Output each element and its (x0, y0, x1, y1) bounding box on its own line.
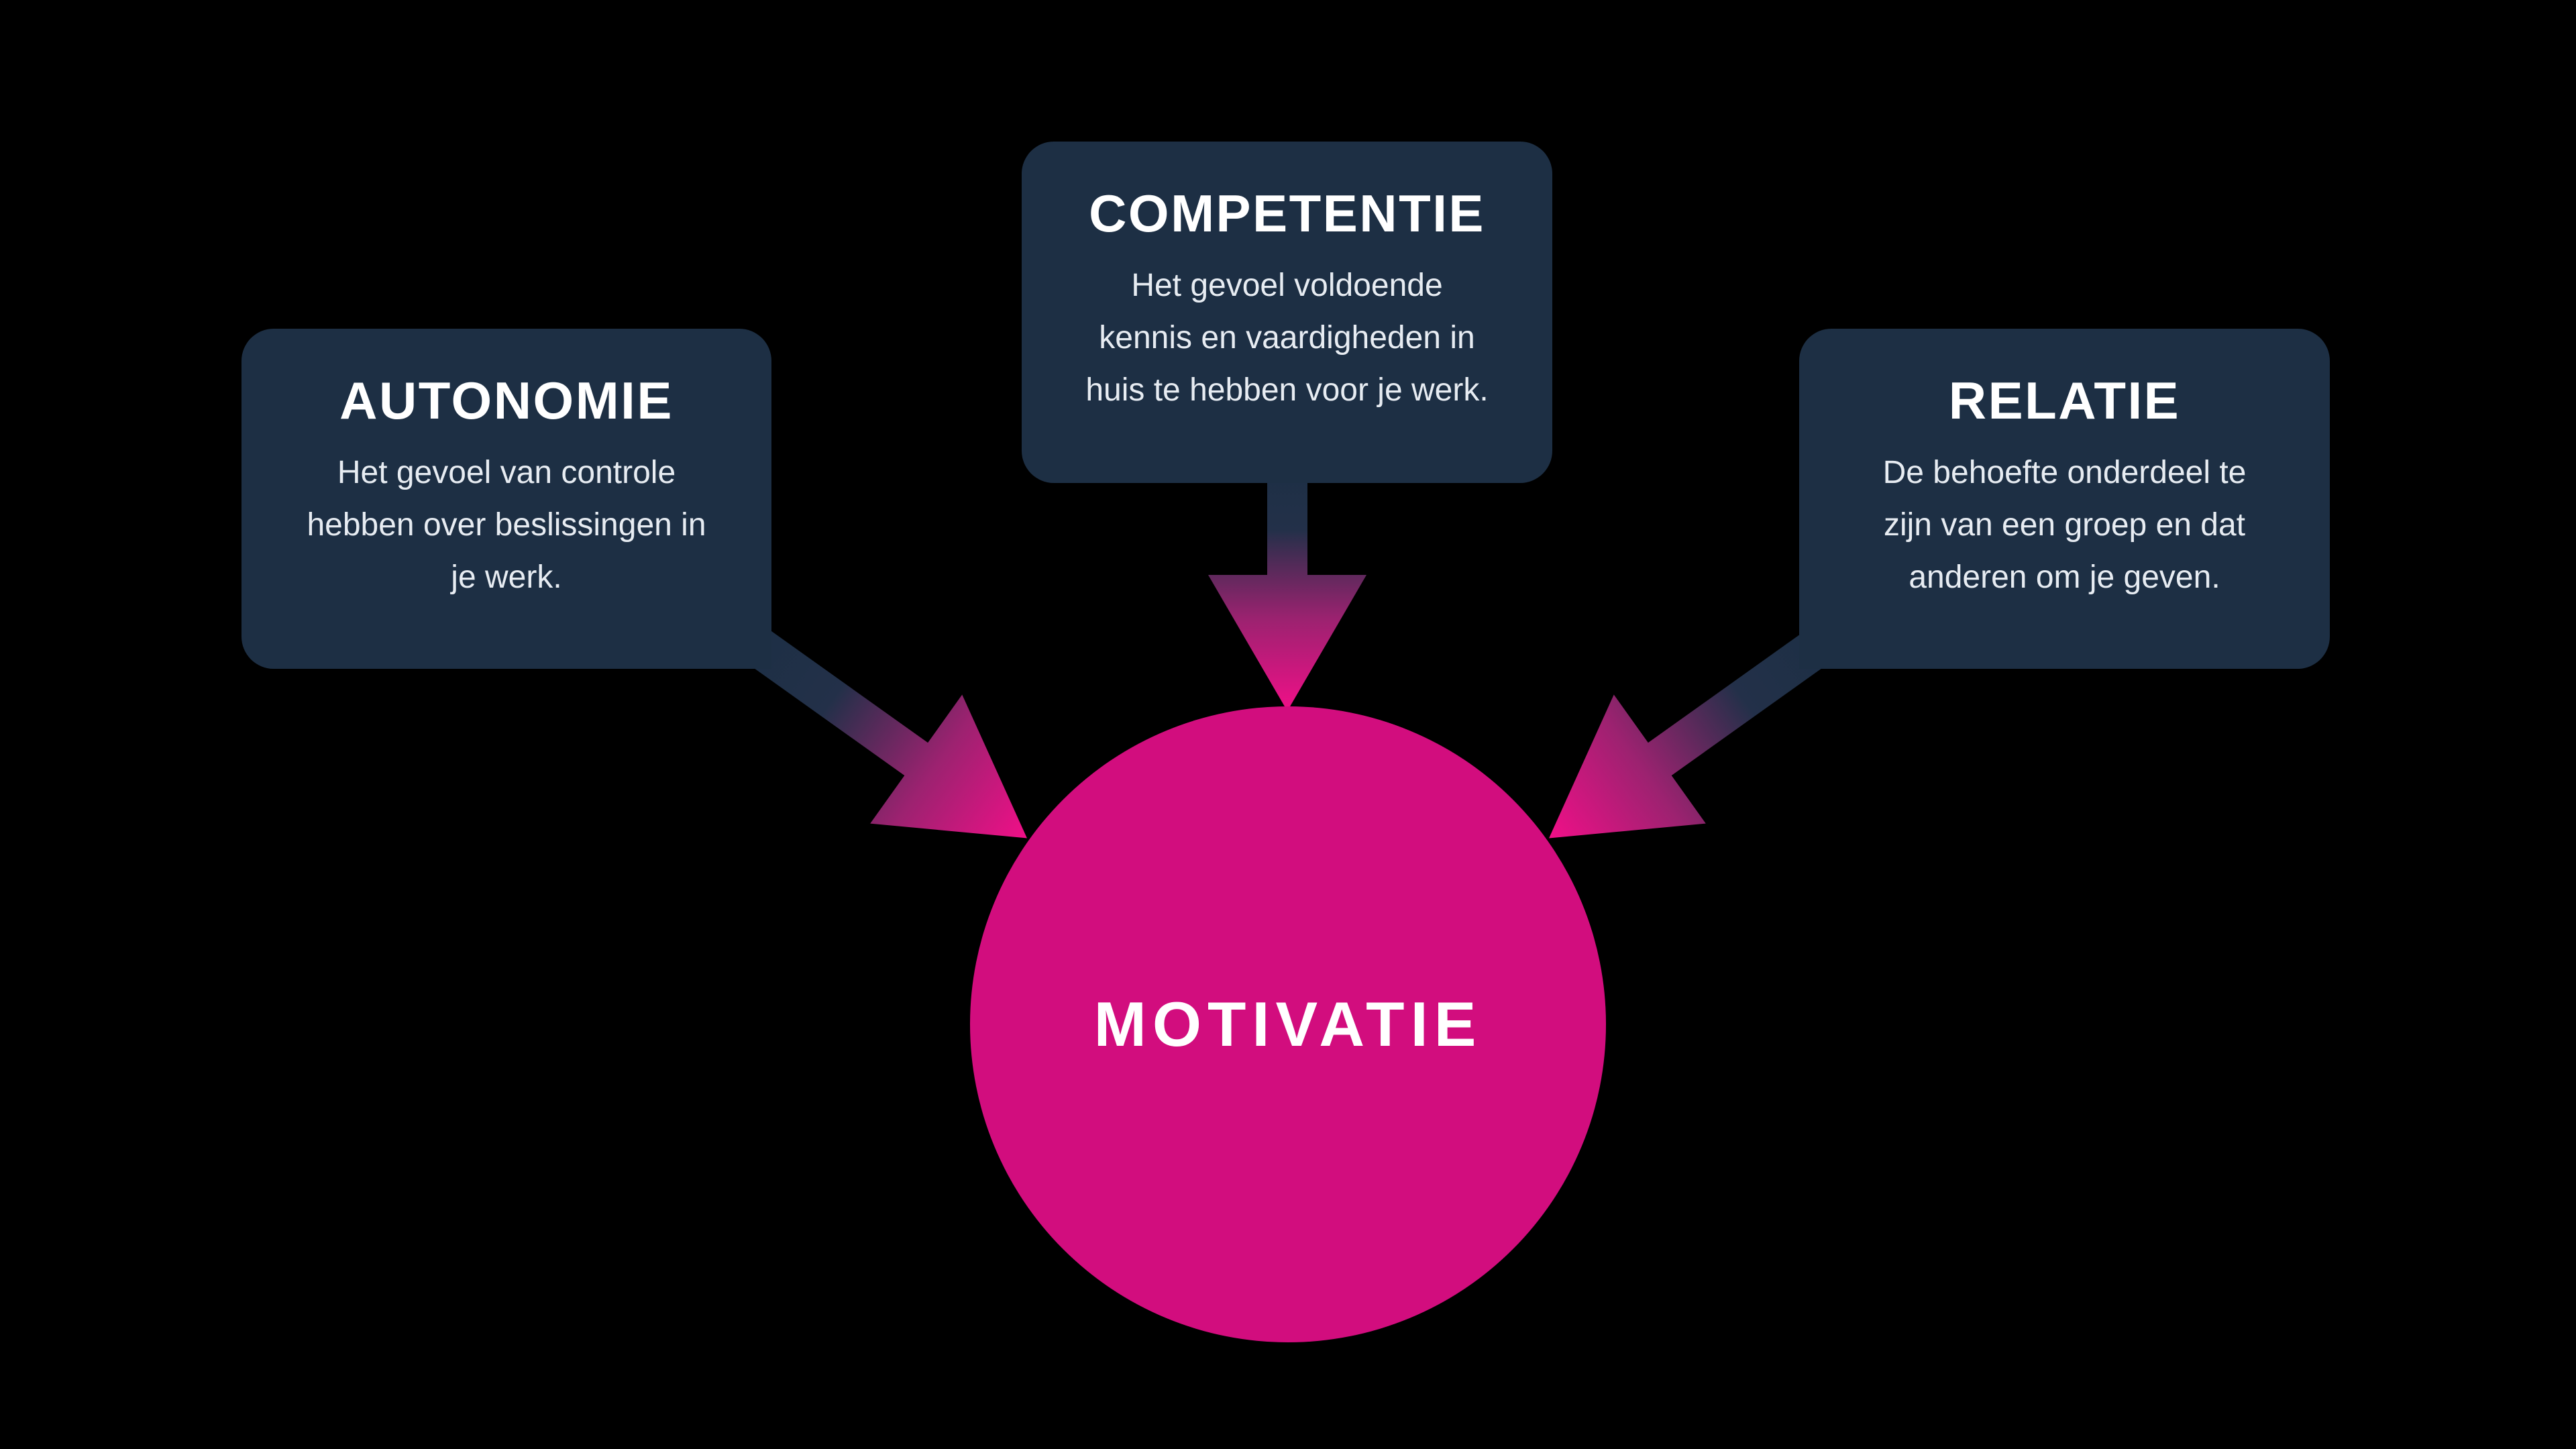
node-card-autonomie: AUTONOMIE Het gevoel van controle hebben… (241, 329, 771, 669)
node-description-autonomie: Het gevoel van controle hebben over besl… (307, 455, 706, 595)
node-card-relatie: RELATIE De behoefte onderdeel te zijn va… (1799, 329, 2330, 669)
motivation-circle: MOTIVATIE (970, 706, 1606, 1342)
node-description-relatie: De behoefte onderdeel te zijn van een gr… (1882, 455, 2247, 595)
node-description-competentie: Het gevoel voldoende kennis en vaardighe… (1085, 268, 1489, 408)
node-title-competentie: COMPETENTIE (1089, 184, 1485, 243)
motivation-label: MOTIVATIE (1093, 989, 1483, 1059)
node-title-relatie: RELATIE (1948, 371, 2181, 430)
node-card-competentie: COMPETENTIE Het gevoel voldoende kennis … (1022, 142, 1552, 483)
arrow-autonomie (723, 613, 1027, 839)
arrow-competentie (1208, 443, 1366, 711)
arrow-relatie (1549, 613, 1853, 839)
node-title-autonomie: AUTONOMIE (339, 371, 674, 430)
